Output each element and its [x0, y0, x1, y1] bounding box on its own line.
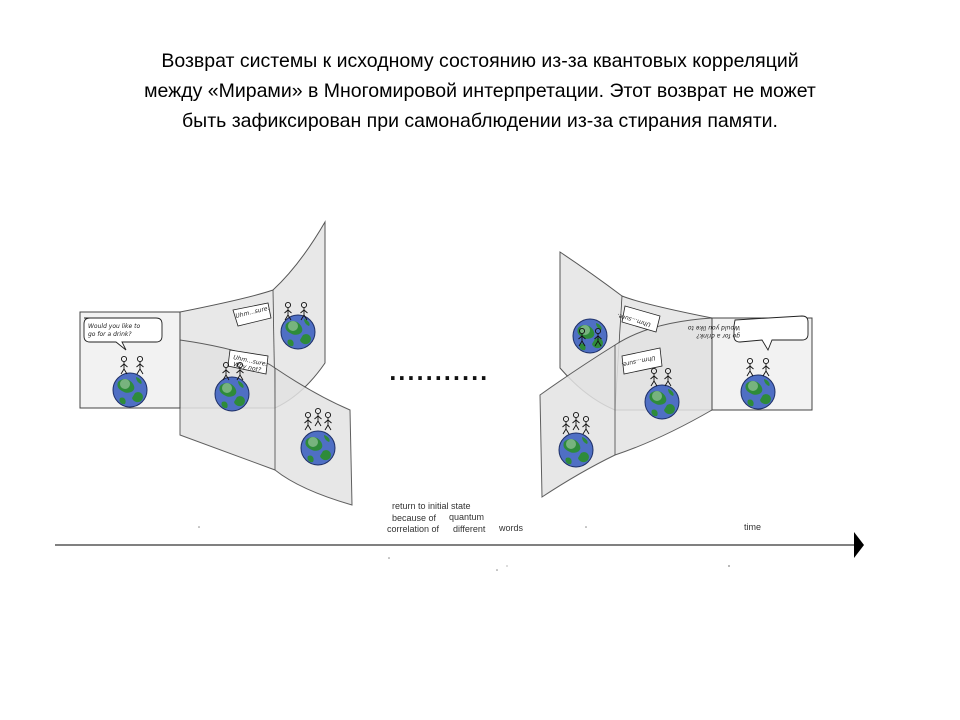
earth-icon [740, 374, 776, 410]
earth-icon [214, 376, 250, 412]
speech-bubble-icon: Would you like to go for a drink? [688, 315, 809, 352]
earth-icon [300, 430, 336, 466]
timeline-label-line1: return to initial state [392, 501, 471, 511]
speech-bubble-icon: Uhm...sure. [621, 347, 663, 375]
speech-bubble-icon: Would you like to go for a drink? [83, 317, 163, 351]
bubble-drink-line2: go for a drink? [88, 331, 132, 338]
bubble-drink-right-line1: Would you like to [688, 324, 740, 331]
speech-bubble-icon: Uhm...sure. [232, 302, 272, 327]
caption-line-3: быть зафиксирован при самонаблюдении из-… [182, 110, 778, 132]
left-worlds-group: Would you like to go for a drink? Uhm...… [79, 220, 353, 506]
earth-icon [558, 432, 594, 468]
right-worlds-group: Would you like to go for a drink? Uhm...… [539, 251, 813, 498]
earth-icon [572, 318, 608, 354]
earth-icon [644, 384, 680, 420]
arrow-head-icon [854, 532, 864, 558]
time-label: time [744, 522, 761, 532]
bubble-drink-right-line2: go for a drink? [696, 332, 740, 339]
bubble-drink-line1: Would you like to [88, 323, 140, 330]
earth-icon [280, 314, 316, 350]
ellipsis-dots: ........... [389, 361, 489, 385]
stray-dots [198, 526, 730, 571]
timeline-label-line6: words [498, 523, 524, 533]
speech-bubble-icon: Uhm...sure. Why not? [227, 349, 269, 375]
timeline-label-line3: quantum [449, 512, 484, 522]
earth-icon [112, 372, 148, 408]
timeline-label-line2: because of [392, 513, 437, 523]
timeline-label-line5: different [453, 524, 486, 534]
caption-line-1: Возврат системы к исходному состоянию из… [161, 50, 799, 72]
caption: Возврат системы к исходному состоянию из… [40, 46, 920, 136]
timeline-label-line4: correlation of [387, 524, 440, 534]
caption-line-2: между «Мирами» в Многомировой интерпрета… [144, 80, 816, 102]
